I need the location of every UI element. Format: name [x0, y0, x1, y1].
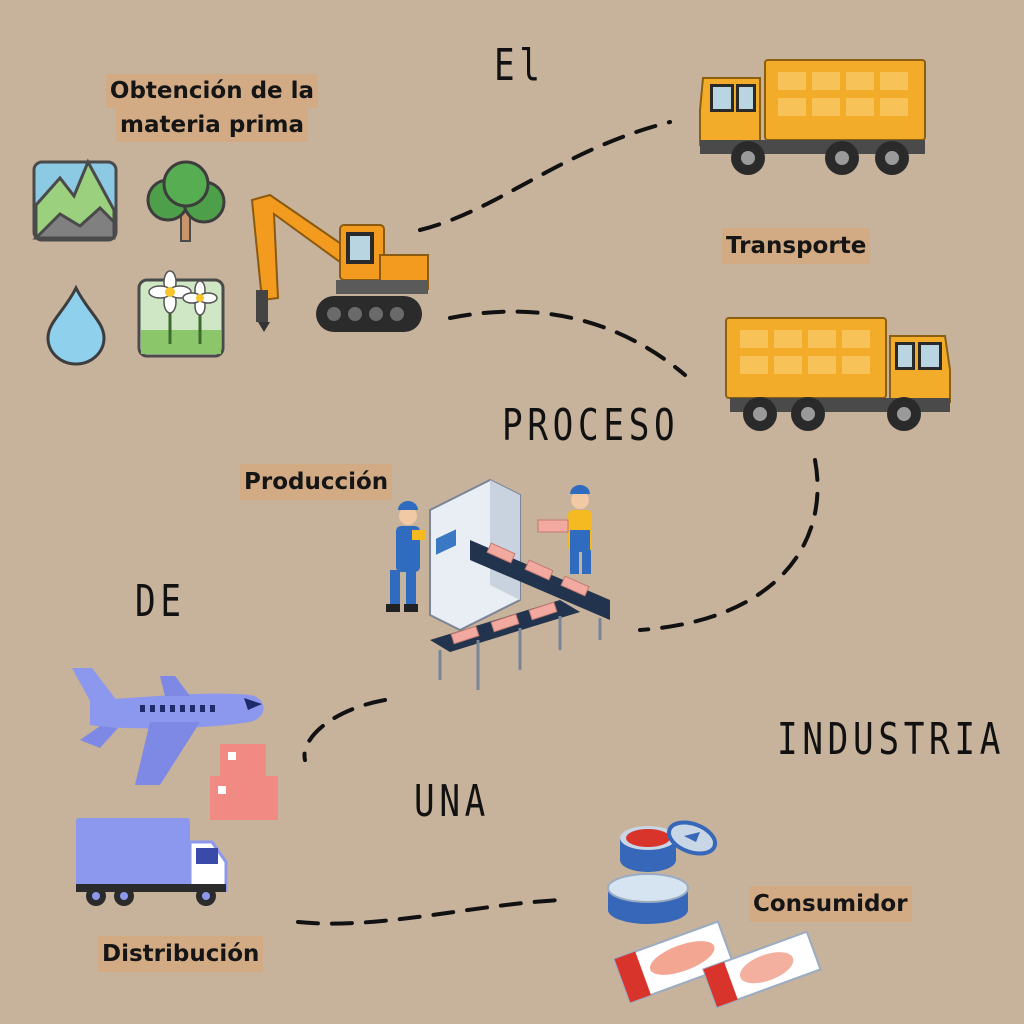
label-materia-prima: Obtención de la materia prima [96, 74, 328, 142]
title-word-industria: INDUSTRIA [777, 714, 1006, 765]
title-word-una: UNA [414, 776, 491, 827]
water-drop-icon [46, 284, 106, 366]
conveyor-factory-icon [386, 478, 610, 690]
flowers-icon [137, 270, 225, 358]
dump-truck-icon [699, 59, 926, 175]
label-distribucion: Distribución [98, 936, 264, 972]
label-consumidor: Consumidor [749, 886, 912, 922]
dump-truck-icon [725, 317, 951, 431]
excavator-icon [250, 193, 429, 332]
delivery-truck-icon [76, 818, 228, 906]
label-materia-prima-line2: materia prima [115, 108, 308, 142]
parcel-boxes-icon [210, 744, 278, 820]
label-transporte: Transporte [722, 228, 871, 264]
mountain-icon [32, 158, 118, 242]
airplane-icon [72, 668, 264, 785]
tree-icon [146, 160, 226, 242]
label-materia-prima-line1: Obtención de la [105, 74, 319, 108]
dashed-path [296, 120, 820, 926]
title-word-de: DE [135, 576, 186, 627]
canned-fish-icon [607, 820, 822, 1009]
title-word-el: El [494, 40, 545, 91]
title-word-proceso: PROCESO [502, 400, 680, 451]
label-produccion: Producción [240, 464, 393, 500]
